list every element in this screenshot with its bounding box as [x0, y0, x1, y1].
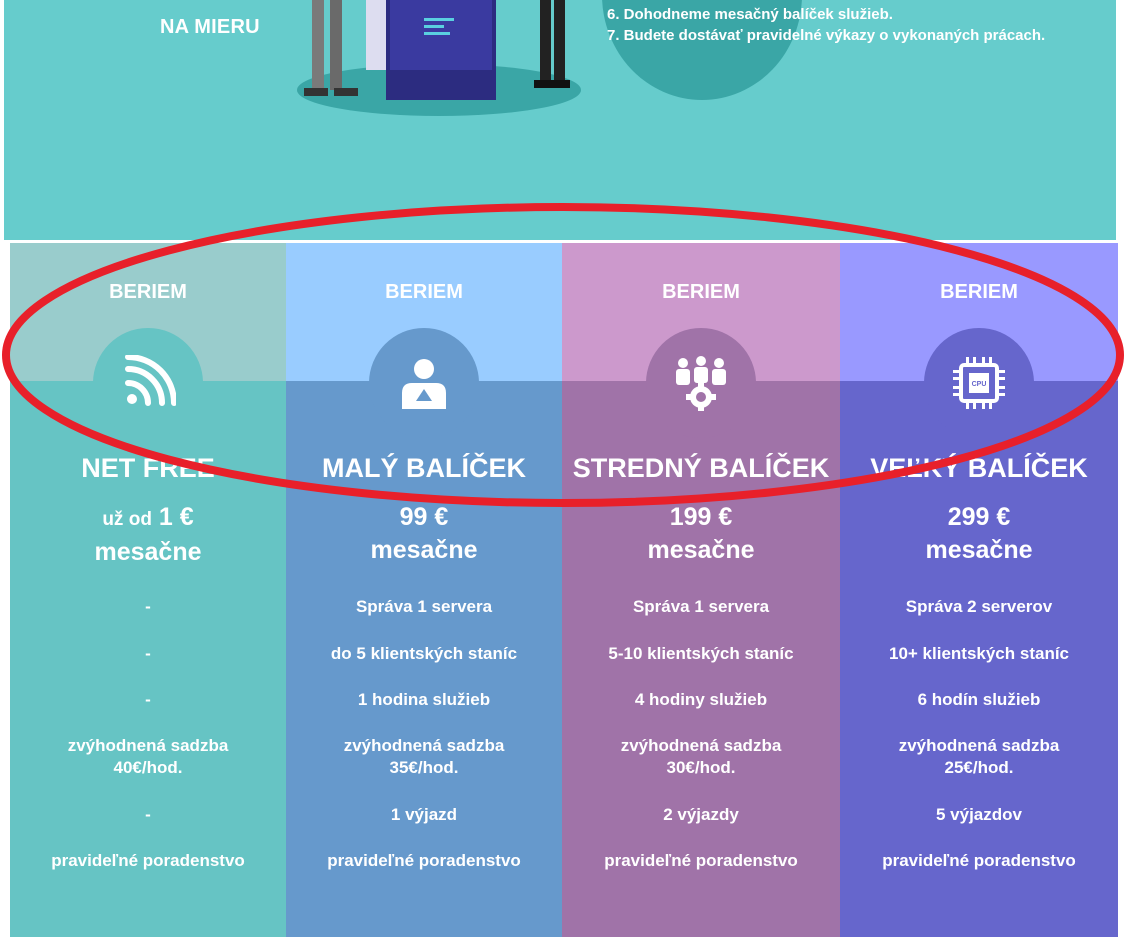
feature-item: 2 výjazdy	[663, 805, 739, 824]
price-value: 1 €	[158, 503, 194, 531]
feature-item: 5 výjazdov	[936, 805, 1022, 824]
process-step: 7. Budete dostávať pravidelné výkazy o v…	[607, 27, 1046, 44]
package-net-free: BERIEM NET FREE už od 1 € mesačne - - - …	[10, 243, 286, 937]
feature-item: zvýhodnená sadzba 30€/hod.	[620, 736, 782, 777]
package-price: 199 € mesačne	[562, 501, 840, 567]
package-name: VEĽKÝ BALÍČEK	[870, 453, 1088, 483]
feature-item: 1 výjazd	[390, 805, 458, 824]
beriem-button[interactable]: BERIEM	[385, 281, 463, 303]
pricing-table: BERIEM NET FREE už od 1 € mesačne - - - …	[10, 243, 1118, 937]
feature-item: -	[145, 690, 151, 709]
price-period: mesačne	[925, 536, 1033, 564]
package-velky: BERIEM CPU VEĽKÝ BALÍČEK 299 € mesačne S…	[840, 243, 1118, 937]
feature-item: 1 hodina služieb	[357, 690, 491, 709]
package-price: už od 1 € mesačne	[10, 501, 286, 569]
feature-item: 6 hodín služieb	[917, 690, 1041, 709]
user-icon	[369, 328, 479, 438]
package-name: MALÝ BALÍČEK	[322, 453, 526, 483]
feature-item: 4 hodiny služieb	[634, 690, 768, 709]
process-steps: 6. Dohodneme mesačný balíček služieb. 7.…	[607, 4, 1045, 46]
feature-item: 5-10 klientských staníc	[608, 644, 794, 663]
package-name: NET FREE	[81, 453, 215, 483]
price-period: mesačne	[370, 536, 478, 564]
feature-item: zvýhodnená sadzba 40€/hod.	[67, 736, 229, 777]
price-prefix: už od	[102, 509, 152, 530]
server-illustration	[297, 0, 581, 116]
price-value: 99 €	[399, 503, 449, 531]
feature-item: Správa 2 serverov	[905, 597, 1053, 616]
hero-label: NA MIERU	[160, 16, 260, 38]
wifi-icon	[93, 328, 203, 438]
hero-section: NA MIERU 6. Dohodneme mesačný balíček sl…	[4, 0, 1116, 240]
feature-item: Správa 1 servera	[355, 597, 493, 616]
feature-item: pravideľné poradenstvo	[327, 851, 521, 870]
feature-item: -	[145, 805, 151, 824]
feature-item: do 5 klientských staníc	[330, 644, 518, 663]
feature-item: pravideľné poradenstvo	[51, 851, 245, 870]
feature-item: 10+ klientských staníc	[888, 644, 1070, 663]
feature-item: Správa 1 servera	[632, 597, 770, 616]
beriem-button[interactable]: BERIEM	[109, 281, 187, 303]
beriem-button[interactable]: BERIEM	[940, 281, 1018, 303]
package-stredny: BERIEM STREDNÝ BALÍČEK 199 € mesačne Spr…	[562, 243, 840, 937]
feature-item: -	[145, 597, 151, 616]
team-gear-icon	[646, 328, 756, 438]
package-price: 99 € mesačne	[286, 501, 562, 567]
feature-item: zvýhodnená sadzba 25€/hod.	[898, 736, 1060, 777]
feature-item: pravideľné poradenstvo	[604, 851, 798, 870]
feature-item: -	[145, 644, 151, 663]
feature-item: pravideľné poradenstvo	[882, 851, 1076, 870]
price-period: mesačne	[94, 538, 202, 566]
price-value: 299 €	[947, 503, 1011, 531]
package-maly: BERIEM MALÝ BALÍČEK 99 € mesačne Správa …	[286, 243, 562, 937]
feature-item: zvýhodnená sadzba 35€/hod.	[343, 736, 505, 777]
cpu-icon: CPU	[924, 328, 1034, 438]
package-name: STREDNÝ BALÍČEK	[572, 453, 830, 483]
svg-text:CPU: CPU	[972, 381, 987, 388]
price-period: mesačne	[647, 536, 755, 564]
process-step: 6. Dohodneme mesačný balíček služieb.	[607, 6, 893, 23]
price-value: 199 €	[669, 503, 733, 531]
package-price: 299 € mesačne	[840, 501, 1118, 567]
beriem-button[interactable]: BERIEM	[662, 281, 740, 303]
